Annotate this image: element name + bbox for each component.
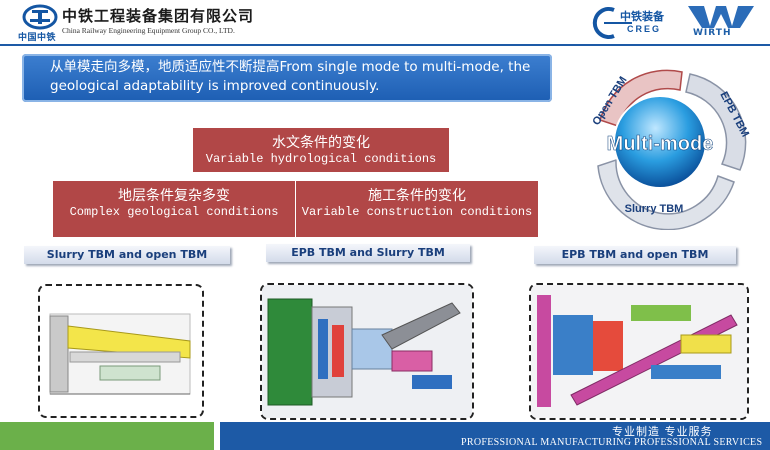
footer-blue-bar <box>220 422 770 450</box>
footer-slogan-en: PROFESSIONAL MANUFACTURING PROFESSIONAL … <box>461 437 763 448</box>
machine-label-epb-open: EPB TBM and open TBM <box>534 246 736 264</box>
epb-tbm-arc <box>685 73 747 171</box>
crec-logo-icon <box>22 4 58 30</box>
cycle-center-label: Multi-mode <box>607 133 714 155</box>
multi-mode-cycle-diagram: Multi-mode Open TBM EPB TBM Slurry TBM <box>590 69 750 230</box>
construction-condition-box: 施工条件的变化 Variable construction conditions <box>296 181 538 237</box>
open-tbm-arc <box>599 69 683 127</box>
geological-en: Complex geological conditions <box>69 205 279 219</box>
tbm-drawing-2 <box>262 285 472 418</box>
logo-caption: 中国中铁 <box>18 33 57 43</box>
construction-cn: 施工条件的变化 <box>368 188 466 204</box>
hydrological-en: Variable hydrological conditions <box>205 152 437 166</box>
construction-en: Variable construction conditions <box>301 205 533 219</box>
creg-name-en: CREG <box>627 24 662 34</box>
machine-label-epb-slurry: EPB TBM and Slurry TBM <box>266 244 470 262</box>
wirth-name: WIRTH <box>693 28 732 38</box>
tbm-drawing-1 <box>49 313 191 395</box>
cycle-bottom-label: Slurry TBM <box>625 203 684 215</box>
wirth-logo-icon <box>688 6 754 28</box>
banner-text: 从单模走向多模，地质适应性不断提高From single mode to mul… <box>50 59 531 94</box>
epb-open-tbm-image <box>529 283 749 420</box>
hydrological-condition-box: 水文条件的变化 Variable hydrological conditions <box>193 128 449 172</box>
geological-condition-box: 地层条件复杂多变 Complex geological conditions <box>53 181 295 237</box>
machine-label-slurry-open: Slurry TBM and open TBM <box>24 246 230 264</box>
epb-slurry-tbm-image <box>260 283 474 420</box>
creg-logo-icon <box>592 7 632 39</box>
geological-cn: 地层条件复杂多变 <box>118 188 230 204</box>
footer-green-bar <box>0 422 214 450</box>
tbm-drawing-3 <box>531 285 747 418</box>
creg-name-cn: 中铁装备 <box>620 10 664 23</box>
hydrological-cn: 水文条件的变化 <box>272 135 370 151</box>
slurry-open-tbm-image <box>38 284 204 418</box>
header-divider <box>0 44 770 46</box>
footer-slogan-cn: 专业制造 专业服务 <box>612 425 713 438</box>
company-name-cn: 中铁工程装备集团有限公司 <box>62 7 255 25</box>
slurry-tbm-arc <box>597 158 735 230</box>
header <box>0 0 770 46</box>
title-banner <box>22 54 552 102</box>
company-name-en: China Railway Engineering Equipment Grou… <box>62 26 235 35</box>
